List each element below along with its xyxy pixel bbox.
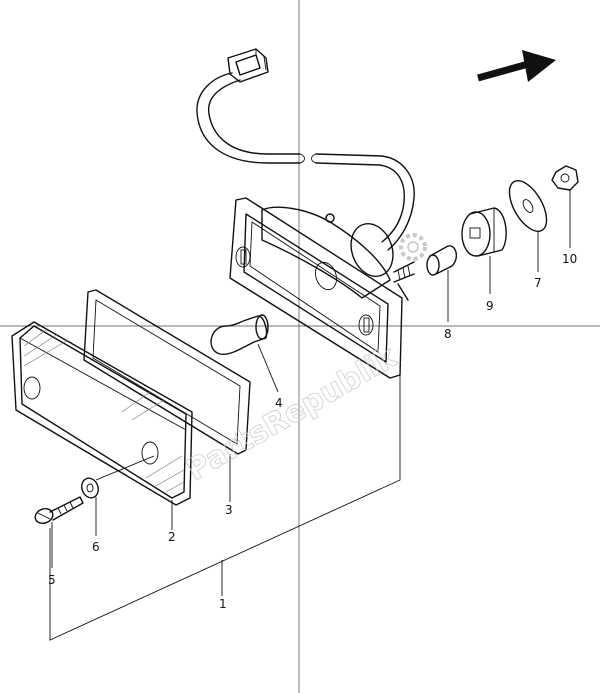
callout-6: 6: [92, 540, 100, 554]
callout-3: 3: [225, 503, 233, 517]
washer: [81, 477, 99, 499]
spacer: [426, 245, 458, 276]
wire-connector: [227, 48, 269, 83]
watermark-gear-icon: [399, 233, 427, 261]
callout-8: 8: [444, 327, 452, 341]
callout-5: 5: [48, 573, 56, 587]
callout-7: 7: [534, 276, 542, 290]
front-direction-arrow-icon: [477, 50, 556, 82]
bulb: [210, 314, 269, 356]
screw: [34, 496, 84, 524]
callout-4: 4: [275, 396, 283, 410]
lens: [11, 321, 193, 506]
nut: [551, 165, 579, 191]
callout-9: 9: [486, 299, 494, 313]
callout-1: 1: [219, 597, 227, 611]
wire-harness: [196, 72, 415, 251]
washer-large: [508, 180, 548, 232]
leader-lines: [49, 190, 571, 641]
grommet: [461, 207, 507, 257]
gasket: [83, 289, 251, 455]
callout-2: 2: [168, 530, 176, 544]
callout-10: 10: [562, 252, 577, 266]
